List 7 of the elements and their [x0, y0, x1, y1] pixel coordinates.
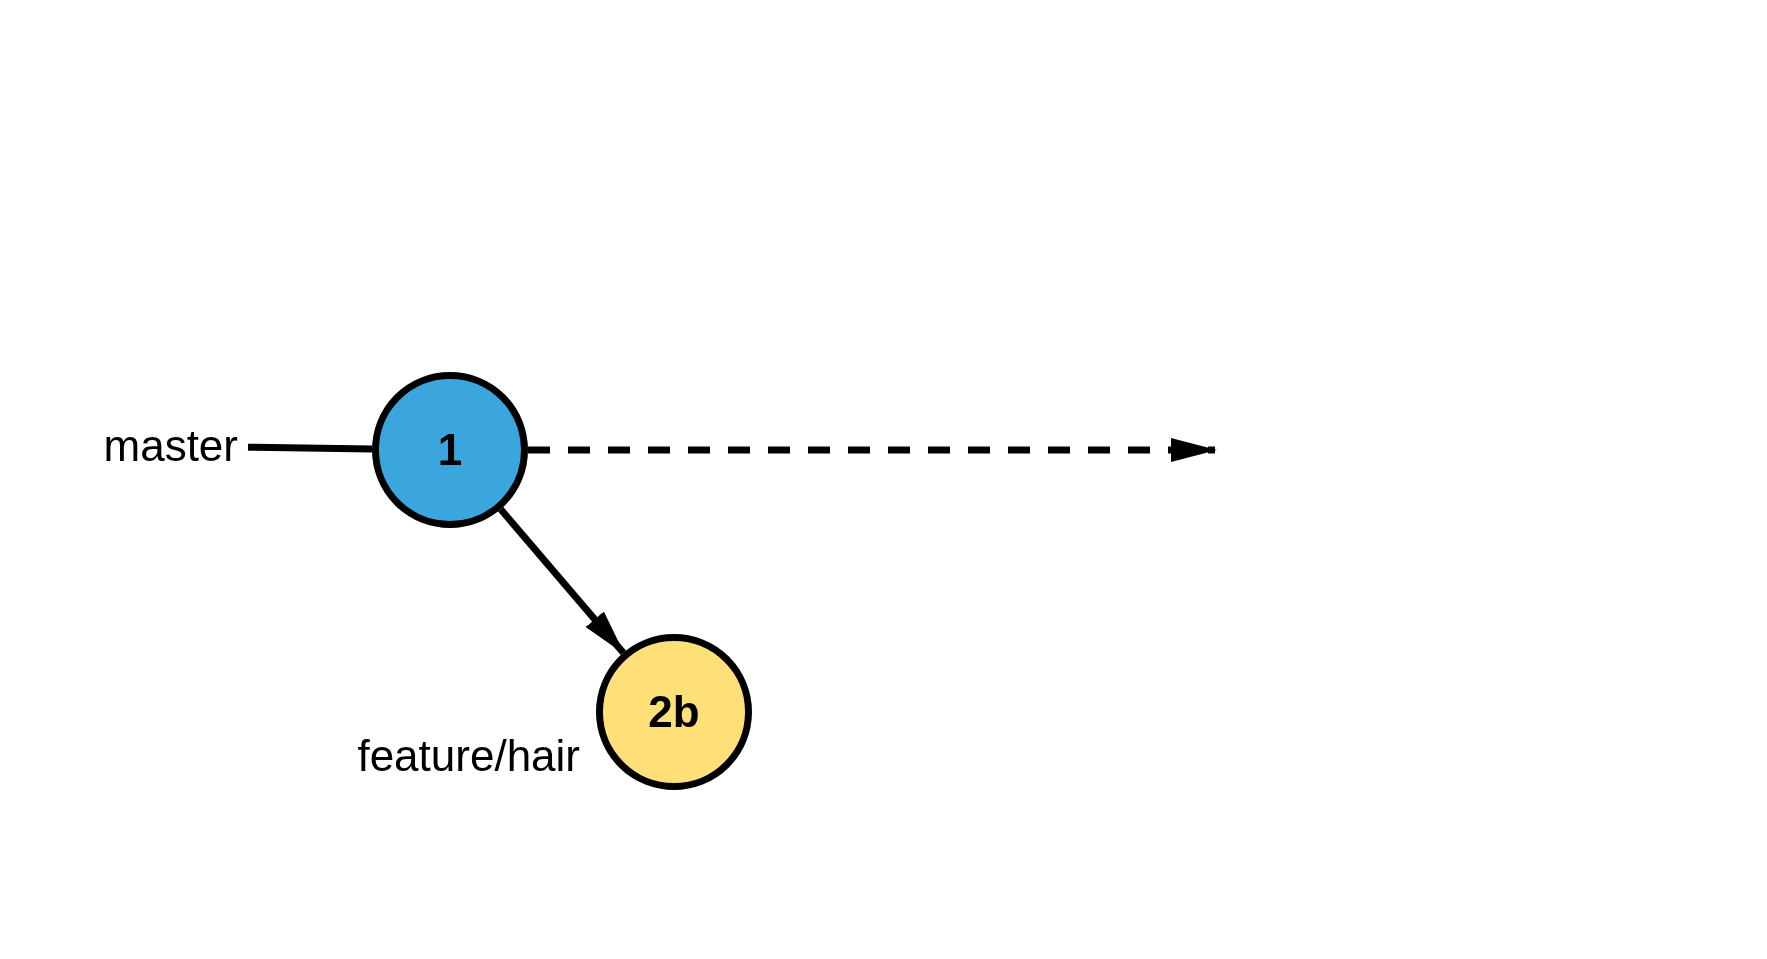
commit-label: 1 — [437, 428, 463, 472]
branch-label: feature/hair — [356, 734, 580, 778]
connector-line — [247, 443, 373, 453]
commit-label: 2b — [648, 690, 700, 734]
arrow — [498, 507, 626, 655]
arrow — [528, 438, 1217, 462]
branch-label: master — [72, 418, 238, 474]
